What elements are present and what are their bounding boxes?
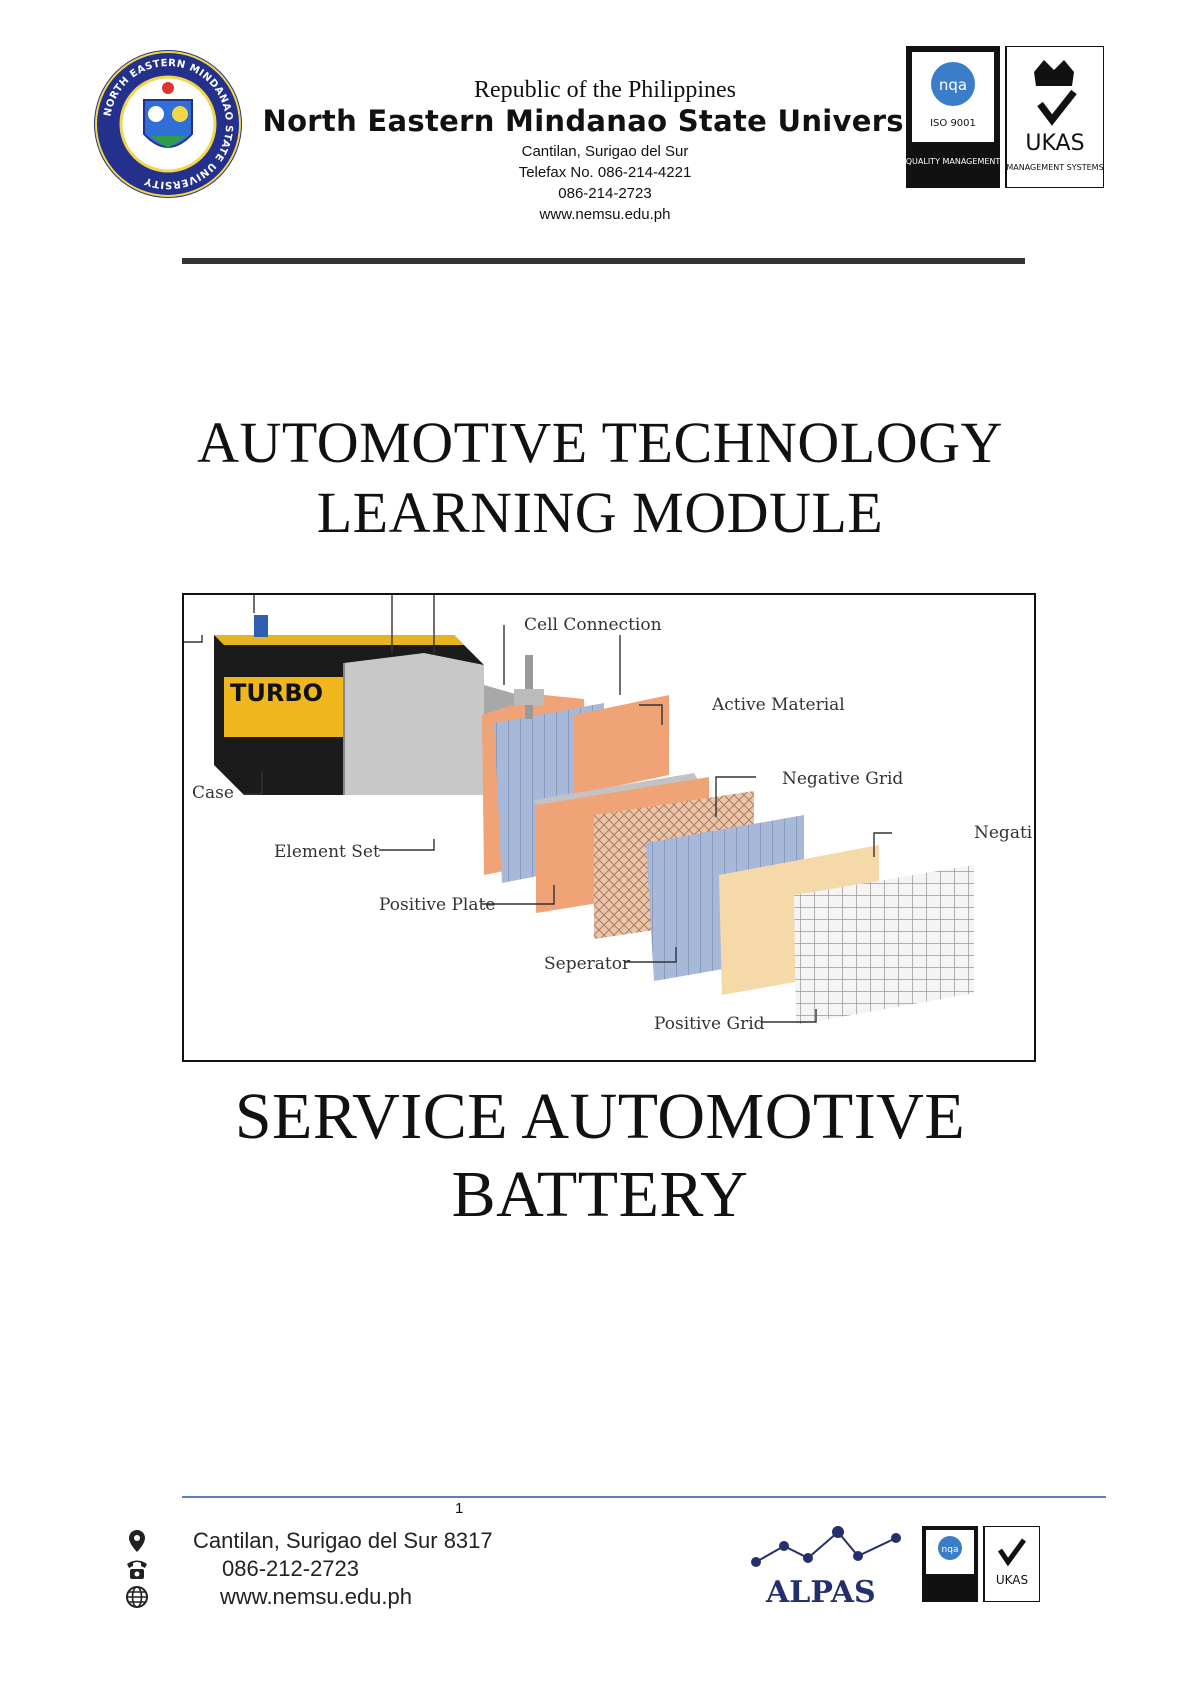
alpas-wordmark: ALPAS — [765, 1575, 876, 1610]
website-line: www.nemsu.edu.ph — [539, 206, 671, 223]
footer-address: Cantilan, Surigao del Sur 8317 — [193, 1528, 493, 1553]
address-line: Cantilan, Surigao del Sur — [521, 143, 689, 160]
header-block: Republic of the Philippines North Easter… — [220, 76, 990, 225]
header-divider — [182, 258, 1025, 264]
module-subtitle-line2: BATTERY — [451, 1158, 749, 1231]
battery-brand: TURBO — [230, 679, 323, 707]
label-positive-grid: Positive Grid — [654, 1014, 765, 1034]
battery-plates — [482, 655, 974, 1025]
footer-nqa-mark: nqa — [942, 1545, 959, 1555]
footer-divider — [182, 1496, 1106, 1498]
module-subtitle: SERVICE AUTOMOTIVE BATTERY — [130, 1078, 1070, 1234]
label-case: Case — [192, 783, 234, 803]
globe-icon — [126, 1586, 148, 1608]
university-name: North Eastern Mindanao State University — [262, 104, 948, 138]
phone-icon — [127, 1560, 147, 1579]
certification-logos: nqa ISO 9001 QUALITY MANAGEMENT UKAS MAN… — [906, 46, 1104, 188]
footer-ukas-mark: UKAS — [996, 1573, 1028, 1587]
label-negative-grid: Negative Grid — [782, 769, 903, 789]
footer-certification-logos: nqa UKAS — [922, 1526, 1040, 1602]
telefax-line: Telefax No. 086-214-4221 — [518, 164, 692, 181]
alpas-logo: ALPAS — [751, 1526, 901, 1610]
ukas-sub-mark: MANAGEMENT SYSTEMS — [1006, 163, 1103, 172]
iso-mark: ISO 9001 — [930, 118, 976, 129]
ukas-mark: UKAS — [1025, 131, 1084, 156]
leader-lines — [184, 595, 892, 1023]
battery-diagram: TURBO — [182, 593, 1036, 1062]
label-cell-connection: Cell Connection — [524, 615, 662, 635]
label-seperator: Seperator — [544, 954, 631, 974]
footer-website: www.nemsu.edu.ph — [220, 1584, 412, 1609]
label-active-material: Active Material — [711, 695, 845, 715]
label-negative-cut: Negati — [974, 823, 1033, 843]
module-title-line2: LEARNING MODULE — [316, 480, 884, 545]
phone-line: 086-214-2723 — [558, 185, 652, 202]
module-subtitle-line1: SERVICE AUTOMOTIVE — [234, 1080, 966, 1153]
page-number: 1 — [455, 1500, 464, 1517]
module-title: AUTOMOTIVE TECHNOLOGY LEARNING MODULE — [130, 408, 1070, 548]
nqa-mark: nqa — [939, 76, 967, 94]
republic-line: Republic of the Philippines — [474, 77, 736, 103]
footer-phone: 086-212-2723 — [222, 1556, 360, 1581]
module-title-line1: AUTOMOTIVE TECHNOLOGY — [197, 410, 1003, 475]
location-pin-icon — [129, 1530, 145, 1552]
label-element-set: Element Set — [274, 842, 380, 862]
university-seal: NORTH EASTERN MINDANAO STATE UNIVERSITY — [94, 50, 242, 198]
quality-mark: QUALITY MANAGEMENT — [906, 157, 1000, 166]
battery-case: TURBO — [214, 615, 484, 795]
label-positive-plate: Positive Plate — [379, 895, 495, 915]
